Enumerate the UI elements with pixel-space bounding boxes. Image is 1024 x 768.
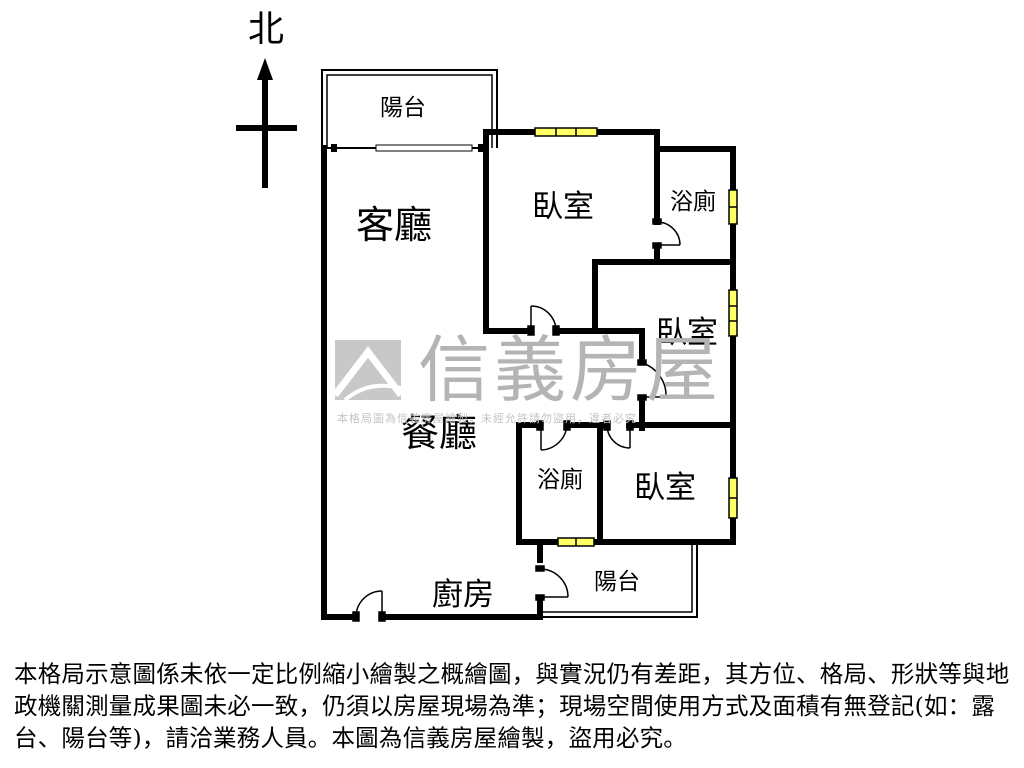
windows bbox=[534, 127, 738, 547]
window-bathroom-1 bbox=[728, 189, 738, 225]
door-bathroom-1 bbox=[652, 218, 681, 249]
watermark-brand: 信義房屋 bbox=[418, 328, 723, 412]
door-balcony-south bbox=[535, 565, 569, 601]
room-label-bathroom-1: 浴廁 bbox=[670, 189, 716, 215]
room-label-bedroom-1: 臥室 bbox=[532, 189, 594, 225]
room-label-dining-room: 餐廳 bbox=[401, 411, 478, 455]
watermark-logo-icon bbox=[332, 340, 404, 402]
room-label-kitchen: 廚房 bbox=[432, 577, 494, 613]
compass bbox=[236, 58, 297, 188]
room-label-bathroom-2: 浴廁 bbox=[537, 467, 583, 493]
balcony-north-outline bbox=[321, 69, 498, 148]
room-label-bedroom-2: 臥室 bbox=[656, 315, 718, 351]
balcony-south-outline bbox=[540, 545, 698, 618]
disclaimer-text: 本格局示意圖係未依一定比例縮小繪製之概繪圖，與實況仍有差距，其方位、格局、形狀等… bbox=[14, 660, 1010, 752]
door-bedroom-3 bbox=[603, 420, 634, 449]
sliding-door-north bbox=[324, 144, 486, 152]
door-entrance bbox=[352, 590, 386, 622]
watermark-subtext: 本格局圖為信義房屋繪製，未經允許請勿盜用，違者必究 bbox=[337, 412, 637, 425]
door-bedroom-1 bbox=[527, 305, 560, 336]
window-bedroom-2 bbox=[728, 289, 738, 337]
door-bathroom-2 bbox=[536, 420, 571, 451]
room-label-balcony-north: 陽台 bbox=[380, 95, 426, 121]
window-bedroom-3 bbox=[728, 477, 738, 519]
room-label-bedroom-3: 臥室 bbox=[634, 470, 696, 506]
room-label-balcony-south: 陽台 bbox=[594, 569, 640, 595]
room-label-living-room: 客廳 bbox=[356, 203, 433, 247]
door-bedroom-2 bbox=[637, 359, 667, 401]
window-bathroom-2 bbox=[557, 537, 595, 547]
north-label: 北 bbox=[248, 9, 285, 50]
doors bbox=[352, 218, 681, 622]
window-bedroom-1 bbox=[534, 127, 598, 137]
